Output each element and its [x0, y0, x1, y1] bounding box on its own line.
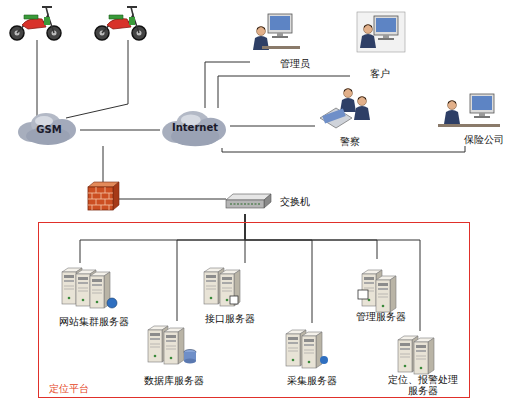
- server-node: 定位、报警处理 服务器: [383, 331, 463, 397]
- node-label: GSM: [36, 124, 61, 136]
- user-terminal: 警察: [315, 84, 385, 148]
- wire: [66, 40, 128, 118]
- user-terminal: 客户: [350, 8, 410, 80]
- server-cluster-icon: [62, 268, 117, 308]
- server-node: 数据库服务器: [139, 321, 209, 387]
- server-node: 网站集群服务器: [56, 263, 131, 328]
- node-label: 数据库服务器: [144, 376, 204, 387]
- wire: [37, 40, 38, 116]
- wire: [103, 146, 104, 184]
- admin-icon: [253, 14, 300, 50]
- firewall-icon: [88, 182, 119, 210]
- switch-node: 交换机: [222, 190, 310, 214]
- interface-server-icon: [204, 268, 240, 306]
- node-label: 保险公司: [464, 135, 504, 146]
- network-link: [245, 214, 377, 259]
- server-node: 管理服务器: [351, 259, 411, 323]
- network-link: [205, 62, 250, 108]
- wire: [116, 199, 226, 200]
- network-link: [177, 214, 245, 321]
- database-server-icon: [148, 326, 196, 364]
- connector-layer: [80, 62, 465, 331]
- platform-frame: 定位平台 网站集群服务器 接口服务器 管理服务器数据库服务器 采集服务器 定位、报警处理 …: [38, 222, 470, 398]
- node-label: 交换机: [280, 197, 310, 208]
- scooter-icon: [95, 7, 146, 40]
- scooter-icon: [10, 7, 61, 40]
- node-label: 接口服务器: [205, 314, 255, 325]
- network-link: [218, 76, 350, 108]
- server-node: 采集服务器: [281, 323, 343, 387]
- client-icon: [357, 12, 405, 52]
- node-label: 定位平台: [39, 383, 89, 398]
- locating-alarm-server-icon: [398, 336, 434, 374]
- node-label: 网站集群服务器: [59, 317, 129, 328]
- user-terminal: 管理员: [250, 10, 310, 70]
- node-label: 客户: [370, 69, 390, 80]
- network-link: [245, 214, 312, 323]
- cloud-node: GSM: [18, 112, 80, 148]
- server-node: 接口服务器: [199, 263, 261, 325]
- cloud-shape: [162, 111, 226, 146]
- network-link: [245, 214, 420, 331]
- network-link: [80, 130, 160, 131]
- network-link: [230, 126, 315, 127]
- cloud-shape: [18, 113, 76, 145]
- node-label: 管理服务器: [356, 312, 406, 323]
- node-label: Internet: [172, 122, 218, 134]
- switch-icon: [226, 194, 271, 208]
- management-server-icon: [358, 270, 396, 312]
- collection-server-icon: [286, 330, 328, 368]
- node-label: 警察: [340, 137, 360, 148]
- node-label: 采集服务器: [287, 376, 337, 387]
- insurance-icon: [438, 94, 500, 127]
- node-label: 管理员: [280, 59, 310, 70]
- police-icon: [320, 89, 370, 129]
- user-terminal: 保险公司: [430, 86, 504, 146]
- cloud-node: Internet: [160, 108, 230, 148]
- node-label: 定位、报警处理 服务器: [383, 375, 463, 397]
